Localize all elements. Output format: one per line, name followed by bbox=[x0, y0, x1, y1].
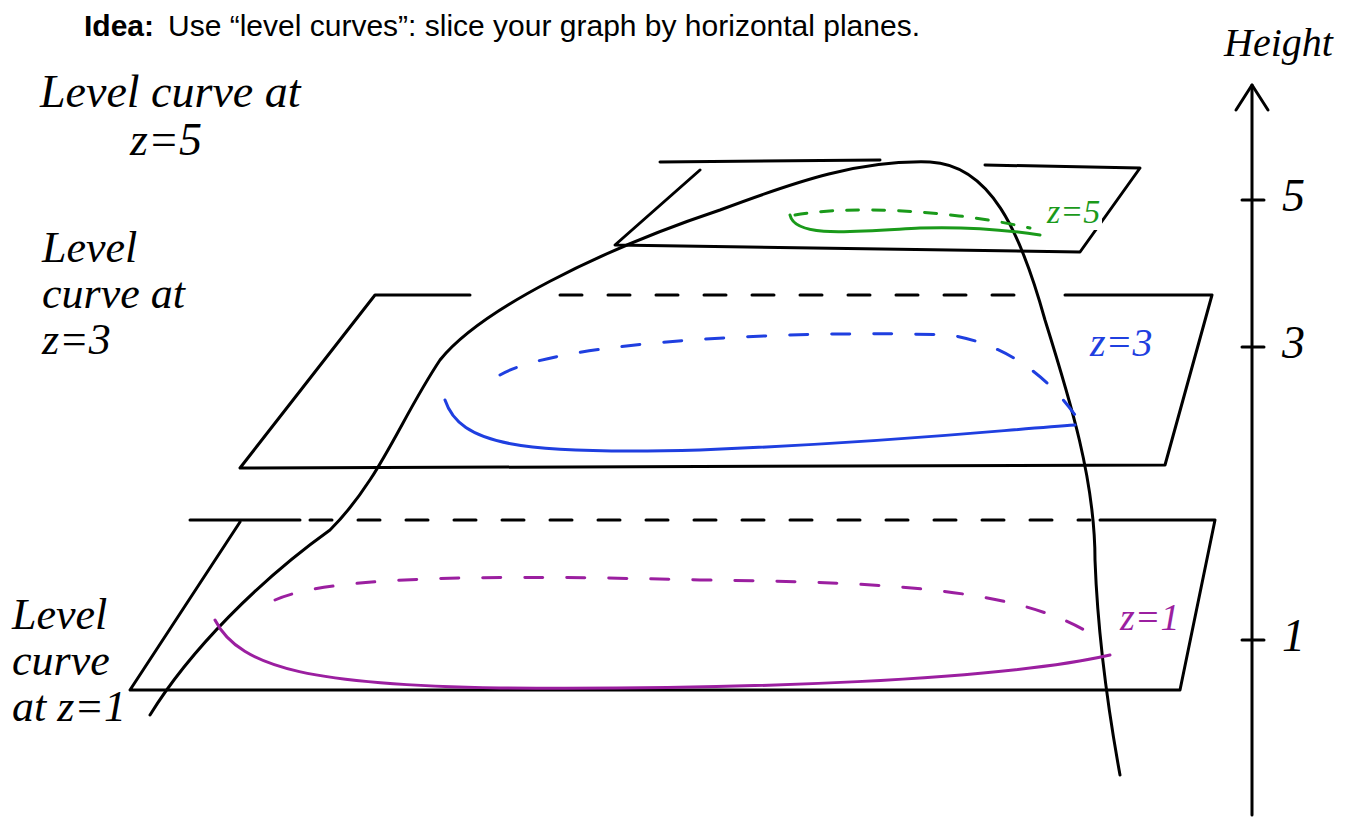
level-curve-back bbox=[275, 577, 1100, 640]
tick-number: 5 bbox=[1280, 172, 1307, 220]
plane-back-edge bbox=[310, 519, 1090, 522]
idea-heading: Idea: bbox=[82, 10, 156, 42]
level-curve-note: Level curve at z=5 bbox=[40, 68, 372, 165]
axis-title: Height bbox=[1222, 22, 1335, 64]
idea-text: Use “level curves”: slice your graph by … bbox=[166, 10, 922, 42]
surface-outline bbox=[150, 162, 1120, 775]
plane-back-edge bbox=[560, 294, 1040, 297]
axis-arrowhead bbox=[1236, 85, 1268, 110]
axis-tick bbox=[1242, 199, 1264, 202]
plane-height-label: z=5 bbox=[1045, 194, 1102, 230]
plane-outline bbox=[615, 160, 1140, 252]
axis-tick bbox=[1242, 346, 1264, 349]
axis-tick bbox=[1242, 639, 1264, 642]
level-curve-back bbox=[500, 334, 1075, 415]
tick-number: 3 bbox=[1280, 319, 1307, 367]
level-curve-note: Level curve at z=1 bbox=[10, 592, 129, 731]
height-axis bbox=[1251, 85, 1254, 815]
plane-height-label: z=3 bbox=[1088, 322, 1155, 364]
level-curve bbox=[445, 400, 1075, 451]
plane-height-label: z=1 bbox=[1118, 598, 1181, 638]
plane-outline bbox=[130, 520, 1215, 690]
level-curve-back bbox=[795, 210, 1030, 228]
level-curve-note: Level curve at z=3 bbox=[40, 225, 194, 364]
plane-outline bbox=[240, 295, 1212, 468]
level-curve bbox=[215, 620, 1110, 688]
level-curve bbox=[790, 215, 1040, 235]
tick-number: 1 bbox=[1280, 612, 1307, 660]
